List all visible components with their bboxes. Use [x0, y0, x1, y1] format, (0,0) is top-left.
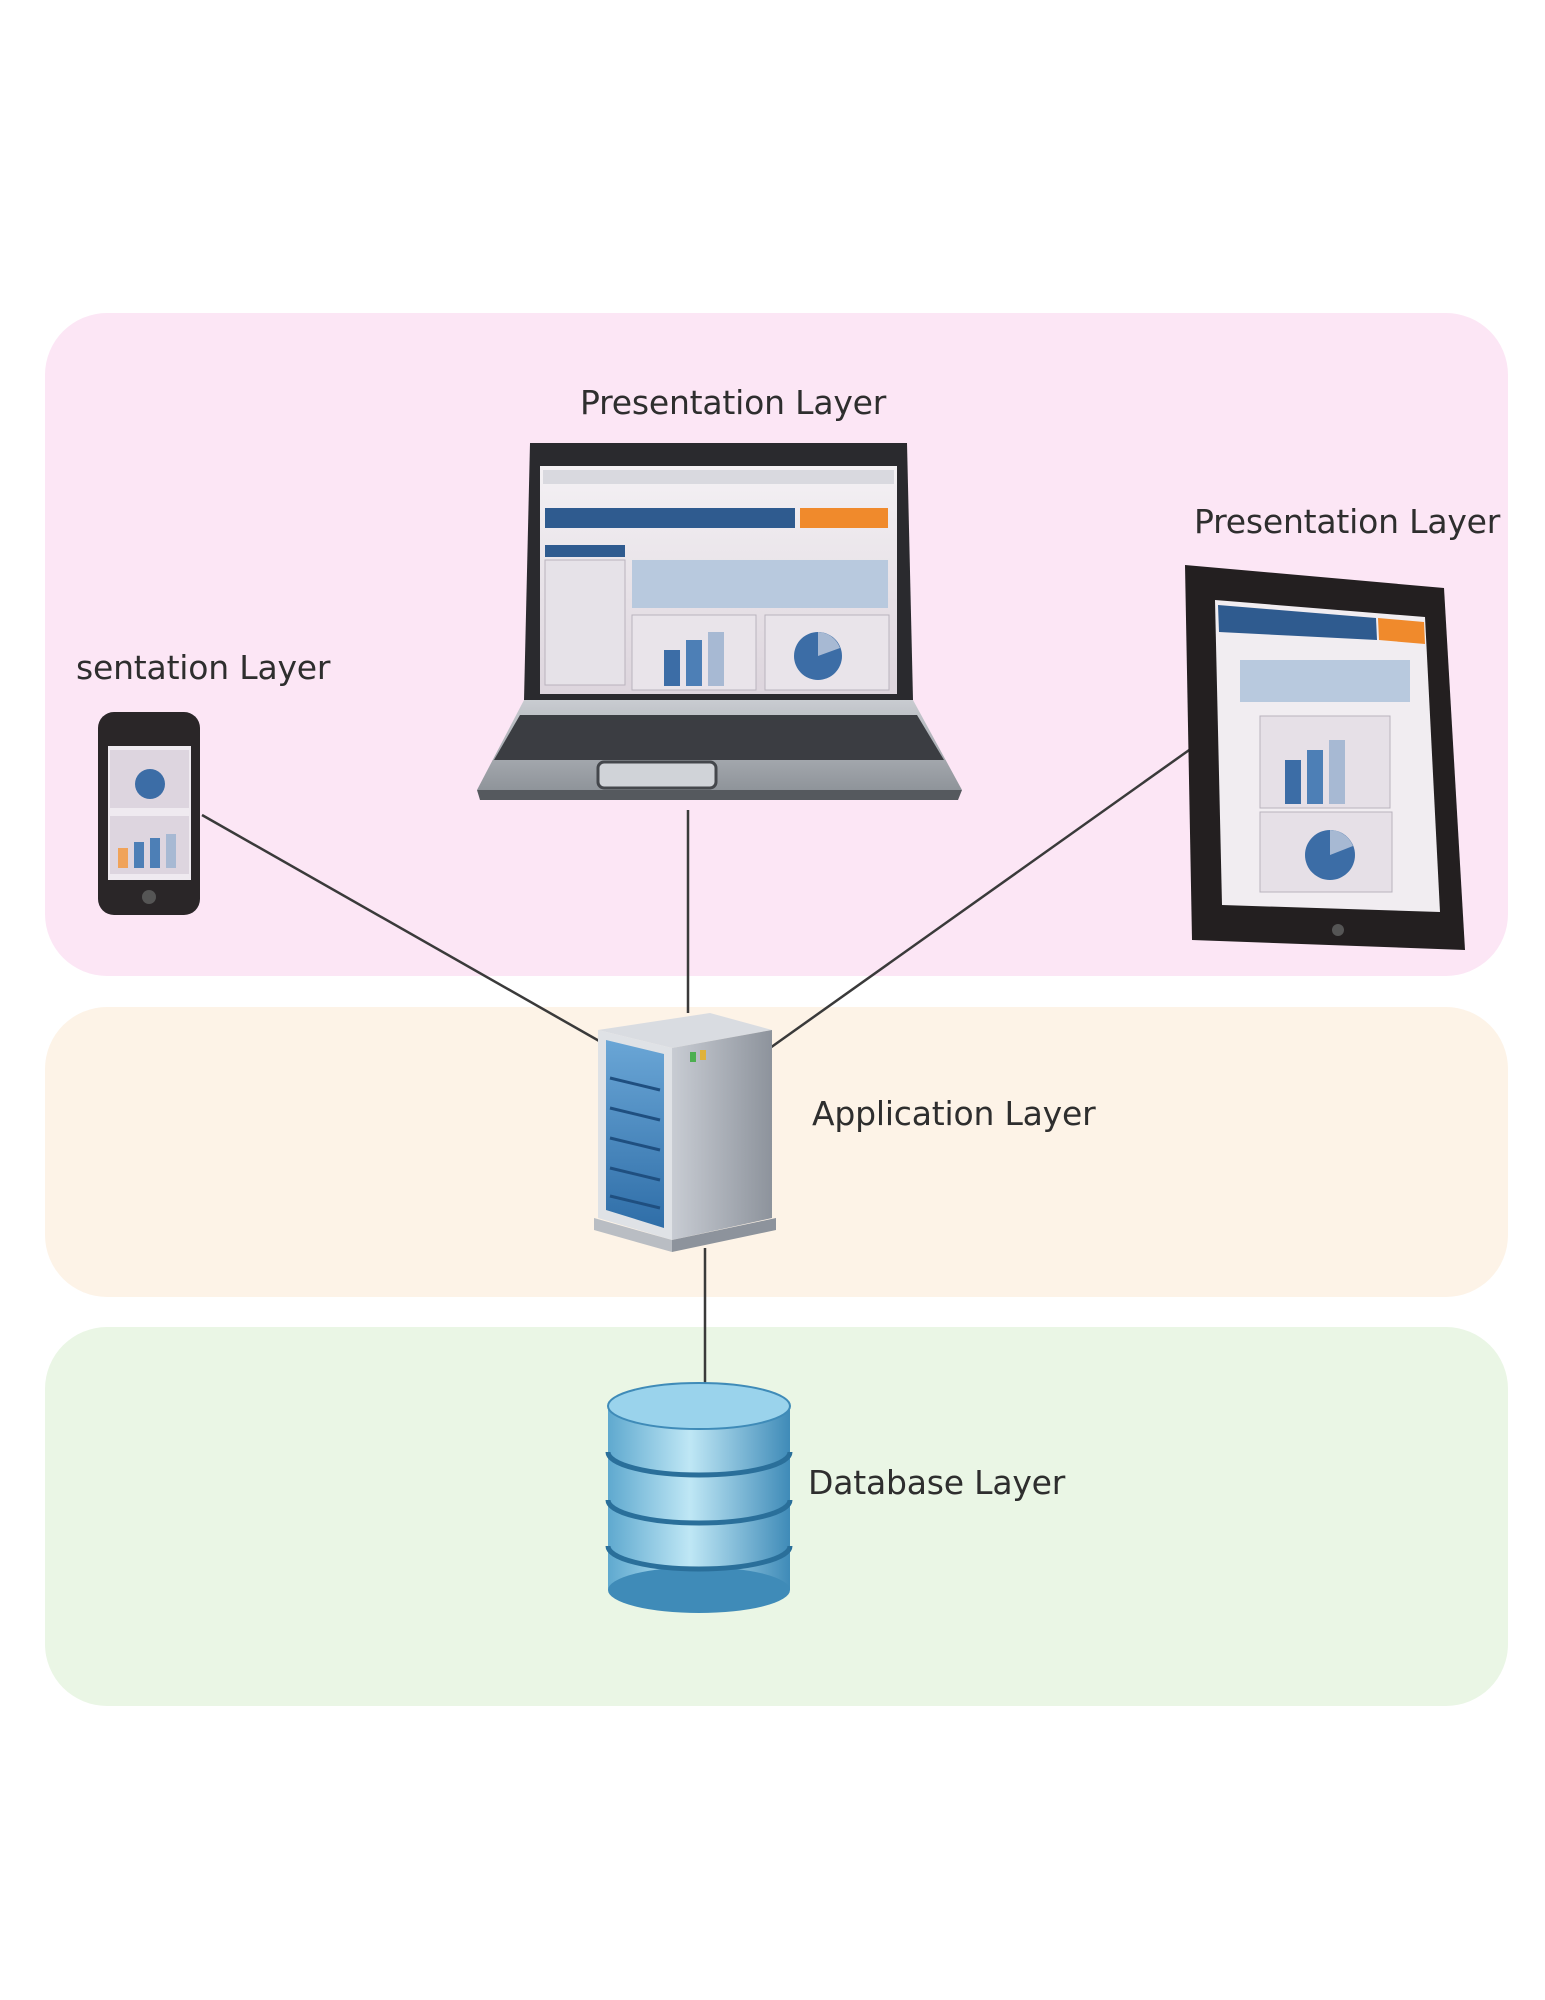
tablet-presentation-layer-label: Presentation Layer	[1194, 502, 1501, 541]
tablet-icon	[1185, 565, 1465, 950]
database-layer-label: Database Layer	[808, 1463, 1066, 1502]
connector-phone-to-server	[201, 813, 616, 1052]
database-icon	[605, 1382, 793, 1613]
application-layer-label: Application Layer	[812, 1094, 1096, 1133]
laptop-icon	[477, 443, 962, 800]
application-layer-band	[45, 1007, 1508, 1297]
laptop-presentation-layer-label: Presentation Layer	[580, 383, 887, 422]
connector-tablet-to-server	[769, 746, 1193, 1050]
server-icon	[594, 1013, 776, 1252]
smartphone-icon	[98, 712, 200, 915]
connector-lines	[201, 746, 1193, 1395]
phone-presentation-layer-label: sentation Layer	[76, 648, 331, 687]
